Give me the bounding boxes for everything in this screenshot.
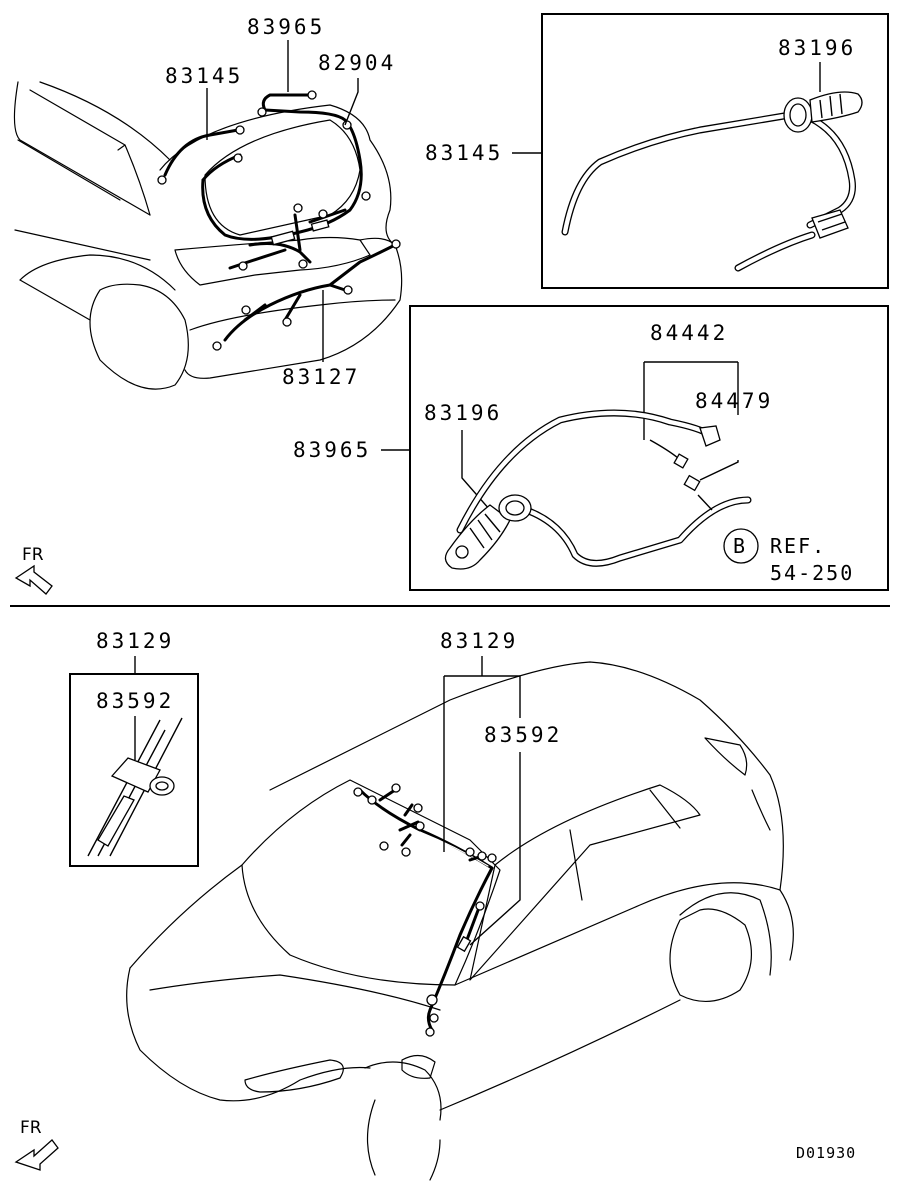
inset1-callout-83145: 83145 bbox=[425, 141, 503, 165]
label-83127: 83127 bbox=[282, 365, 360, 389]
inset2-callout-83965: 83965 bbox=[293, 438, 371, 462]
inset2-label-84479: 84479 bbox=[695, 389, 773, 413]
svg-text:FR: FR bbox=[20, 1118, 42, 1138]
roof-harness bbox=[353, 783, 497, 1037]
inset2-label-83196: 83196 bbox=[424, 401, 502, 425]
label-82904: 82904 bbox=[318, 51, 396, 75]
ref-line1: REF. bbox=[770, 534, 826, 558]
inset2-label-84442: 84442 bbox=[650, 321, 728, 345]
bottom-main-group-83129: 83129 bbox=[440, 629, 518, 653]
inset1-harness bbox=[561, 91, 863, 272]
tailgate-harness bbox=[157, 90, 401, 351]
fr-arrow-icon-bottom: FR bbox=[14, 1118, 59, 1171]
top-leaders bbox=[206, 40, 359, 362]
inset-83965-box bbox=[409, 305, 889, 591]
inset1-label-83196: 83196 bbox=[778, 36, 856, 60]
bottom-left-part-83592: 83592 bbox=[96, 689, 174, 713]
inset2-harness bbox=[444, 409, 752, 570]
inset-83145-box bbox=[541, 13, 889, 289]
ref-line2: 54-250 bbox=[770, 561, 854, 585]
fr-arrow-icon: FR bbox=[14, 545, 53, 595]
label-83965: 83965 bbox=[247, 15, 325, 39]
bottom-left-inset-box bbox=[69, 673, 199, 867]
bottom-left-group-83129: 83129 bbox=[96, 629, 174, 653]
clip-detail bbox=[87, 717, 183, 857]
svg-text:B: B bbox=[733, 534, 747, 558]
svg-text:FR: FR bbox=[22, 545, 44, 565]
drawing-code: D01930 bbox=[796, 1144, 856, 1162]
rear-car-view bbox=[13, 81, 403, 390]
reference-circle-icon: B bbox=[723, 528, 759, 564]
bottom-main-part-83592: 83592 bbox=[484, 723, 562, 747]
front-car-view bbox=[126, 661, 794, 1181]
label-83145: 83145 bbox=[165, 64, 243, 88]
